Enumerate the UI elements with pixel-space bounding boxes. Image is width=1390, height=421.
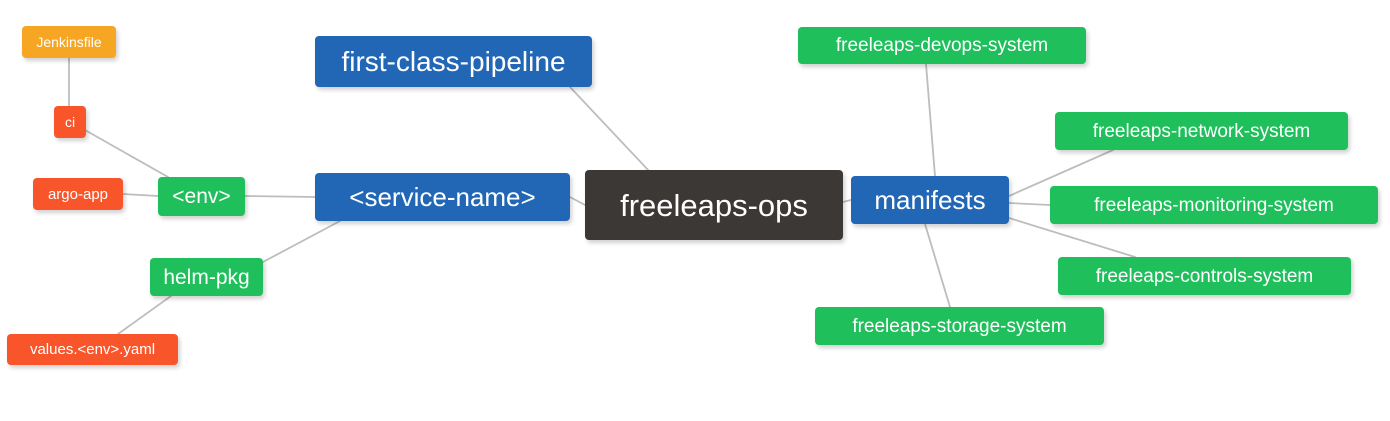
node-manifests[interactable]: manifests	[851, 176, 1009, 224]
node-freeleaps-controls-system[interactable]: freeleaps-controls-system	[1058, 257, 1351, 295]
node-label-helm-pkg: helm-pkg	[163, 265, 250, 289]
node-service-name[interactable]: <service-name>	[315, 173, 570, 221]
edge-helm-pkg-to-values-env-yaml	[117, 295, 172, 335]
edge-freeleaps-ops-to-first-class-pipeline	[569, 86, 650, 172]
node-label-jenkinsfile: Jenkinsfile	[36, 34, 102, 50]
node-label-freeleaps-ops: freeleaps-ops	[620, 187, 808, 223]
node-freeleaps-ops[interactable]: freeleaps-ops	[585, 170, 843, 240]
node-label-service-name: <service-name>	[349, 182, 536, 212]
node-jenkinsfile[interactable]: Jenkinsfile	[22, 26, 116, 58]
edge-env-to-argo-app	[122, 193, 159, 197]
edge-manifests-to-freeleaps-monitoring-system	[1008, 202, 1051, 206]
node-label-freeleaps-devops-system: freeleaps-devops-system	[835, 35, 1049, 56]
node-ci[interactable]: ci	[54, 106, 86, 138]
edge-env-to-ci	[84, 129, 169, 178]
node-freeleaps-network-system[interactable]: freeleaps-network-system	[1055, 112, 1348, 150]
node-values-env-yaml[interactable]: values.<env>.yaml	[7, 334, 178, 365]
node-label-freeleaps-controls-system: freeleaps-controls-system	[1095, 265, 1314, 287]
node-first-class-pipeline[interactable]: first-class-pipeline	[315, 36, 592, 87]
edge-service-name-to-env	[244, 195, 316, 198]
node-label-freeleaps-monitoring-system: freeleaps-monitoring-system	[1094, 194, 1334, 216]
node-label-values-env-yaml: values.<env>.yaml	[29, 341, 156, 358]
node-label-freeleaps-network-system: freeleaps-network-system	[1092, 120, 1311, 142]
node-argo-app[interactable]: argo-app	[33, 178, 123, 210]
node-label-freeleaps-storage-system: freeleaps-storage-system	[852, 315, 1067, 337]
edge-service-name-to-helm-pkg	[262, 220, 341, 263]
node-label-first-class-pipeline: first-class-pipeline	[341, 45, 566, 77]
node-label-manifests: manifests	[874, 185, 986, 215]
node-freeleaps-storage-system[interactable]: freeleaps-storage-system	[815, 307, 1104, 345]
edge-manifests-to-freeleaps-storage-system	[924, 223, 951, 308]
node-label-argo-app: argo-app	[47, 185, 109, 203]
node-freeleaps-devops-system[interactable]: freeleaps-devops-system	[798, 27, 1086, 64]
node-helm-pkg[interactable]: helm-pkg	[150, 258, 263, 296]
edge-freeleaps-ops-to-service-name	[569, 196, 586, 206]
edge-freeleaps-ops-to-manifests	[842, 199, 852, 203]
node-freeleaps-monitoring-system[interactable]: freeleaps-monitoring-system	[1050, 186, 1378, 224]
node-label-env: <env>	[172, 185, 231, 208]
node-label-ci: ci	[64, 114, 76, 130]
edge-manifests-to-freeleaps-devops-system	[925, 63, 936, 177]
node-env[interactable]: <env>	[158, 177, 245, 216]
